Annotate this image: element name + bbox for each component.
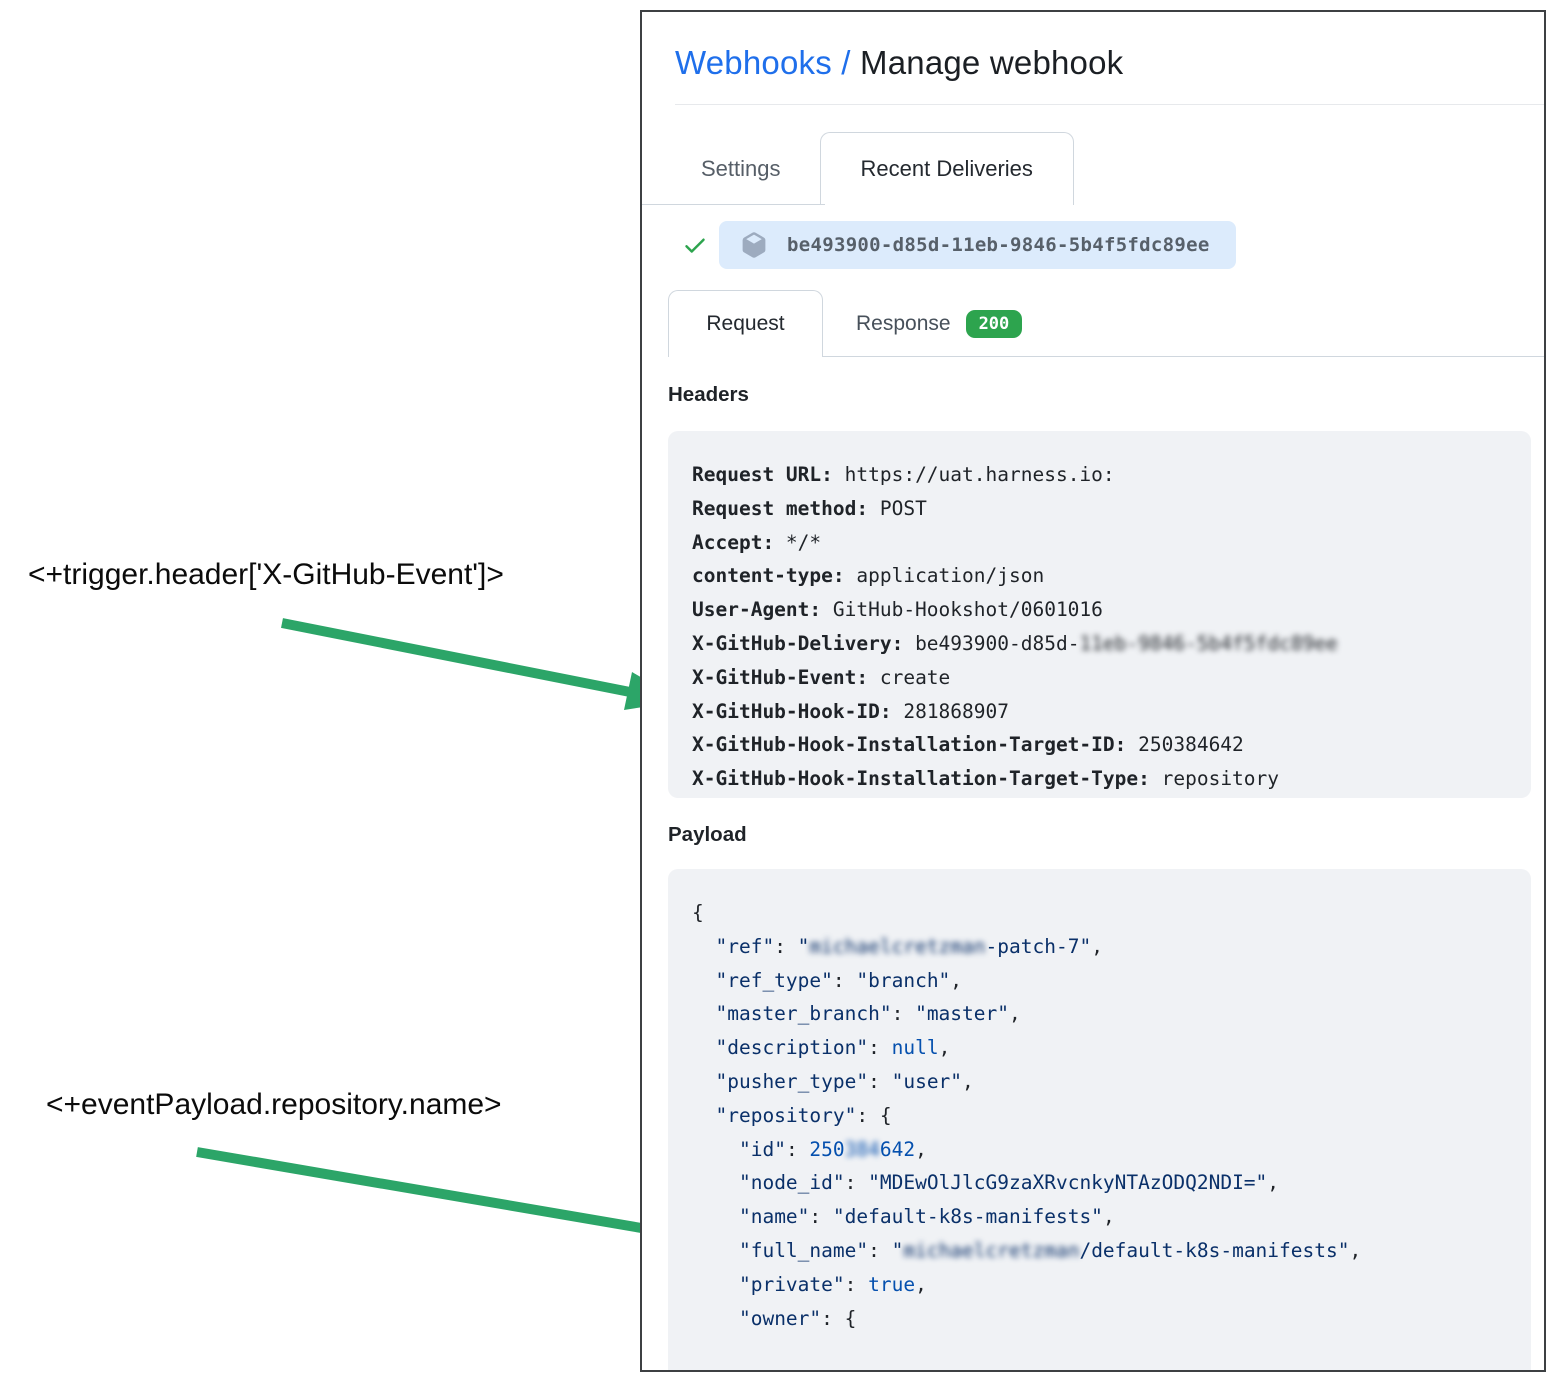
code-line: "owner": { (738, 1306, 857, 1330)
code-line: content-type: application/json (692, 564, 1045, 588)
code-line: X-GitHub-Hook-Installation-Target-Type: … (692, 767, 1280, 791)
annotation-event-payload-expression: <+eventPayload.repository.name> (46, 1088, 502, 1121)
code-line: "ref": "michaelcretzman-patch-7", (715, 934, 1103, 958)
secondary-tab-nav: Request Response 200 (668, 290, 1544, 357)
code-line: "master_branch": "master", (715, 1002, 1021, 1026)
code-line: "description": null, (715, 1036, 951, 1060)
code-line: User-Agent: GitHub-Hookshot/0601016 (692, 598, 1103, 622)
code-line: "repository": { (715, 1103, 892, 1127)
headers-code-block: Request URL: https://uat.harness.io: Requ… (668, 431, 1531, 798)
payload-code-block: { "ref": "michaelcretzman-patch-7", "ref… (668, 868, 1531, 1370)
webhooks-breadcrumb-link[interactable]: Webhooks / (675, 44, 851, 81)
page-title-text: Manage webhook (860, 44, 1124, 81)
page-title: Webhooks / Manage webhook (675, 43, 1531, 83)
payload-heading: Payload (668, 822, 747, 846)
code-line: "name": "default-k8s-manifests", (738, 1205, 1115, 1229)
code-line: "full_name": "michaelcretzman/default-k8… (738, 1238, 1362, 1262)
tab-response[interactable]: Response 200 (856, 309, 1023, 338)
arrow-to-x-github-event (281, 618, 682, 710)
code-line: X-GitHub-Delivery: be493900-d85d-11eb-98… (692, 631, 1338, 655)
delivery-row: be493900-d85d-11eb-9846-5b4f5fdc89ee (675, 221, 1531, 269)
primary-tab-underline (642, 203, 825, 205)
code-line: Request method: POST (692, 496, 927, 520)
code-line: X-GitHub-Hook-Installation-Target-ID: 25… (692, 733, 1244, 757)
tab-recent-deliveries[interactable]: Recent Deliveries (819, 132, 1074, 205)
code-line: Accept: */* (692, 530, 822, 554)
delivery-guid-pill[interactable]: be493900-d85d-11eb-9846-5b4f5fdc89ee (719, 221, 1236, 269)
title-divider (675, 104, 1544, 105)
primary-tab-nav: Settings Recent Deliveries (642, 132, 1531, 205)
code-line: "private": true, (738, 1272, 927, 1296)
delivery-guid: be493900-d85d-11eb-9846-5b4f5fdc89ee (787, 234, 1210, 256)
code-line: X-GitHub-Event: create (692, 665, 951, 689)
code-line: "pusher_type": "user", (715, 1069, 974, 1093)
tab-settings[interactable]: Settings (701, 155, 781, 181)
code-line: "id": 250384642, (738, 1137, 927, 1161)
code-line: "node_id": "MDEwOlJlcG9zaXRvcnkyNTAzODQ2… (738, 1171, 1280, 1195)
tab-response-label: Response (856, 311, 951, 335)
package-icon (742, 232, 766, 258)
secondary-tab-underline (823, 355, 1544, 357)
check-icon (685, 238, 705, 253)
annotation-trigger-header-expression: <+trigger.header['X-GitHub-Event']> (28, 558, 504, 591)
code-line: Request URL: https://uat.harness.io: (692, 463, 1115, 486)
tab-request[interactable]: Request (668, 290, 823, 357)
webhook-manage-panel: Webhooks / Manage webhook Settings Recen… (640, 10, 1546, 1372)
code-line: { (692, 900, 704, 924)
code-line: "ref_type": "branch", (715, 968, 963, 992)
headers-heading: Headers (668, 383, 749, 406)
code-line: X-GitHub-Hook-ID: 281868907 (692, 699, 1009, 723)
response-status-badge: 200 (965, 309, 1023, 338)
